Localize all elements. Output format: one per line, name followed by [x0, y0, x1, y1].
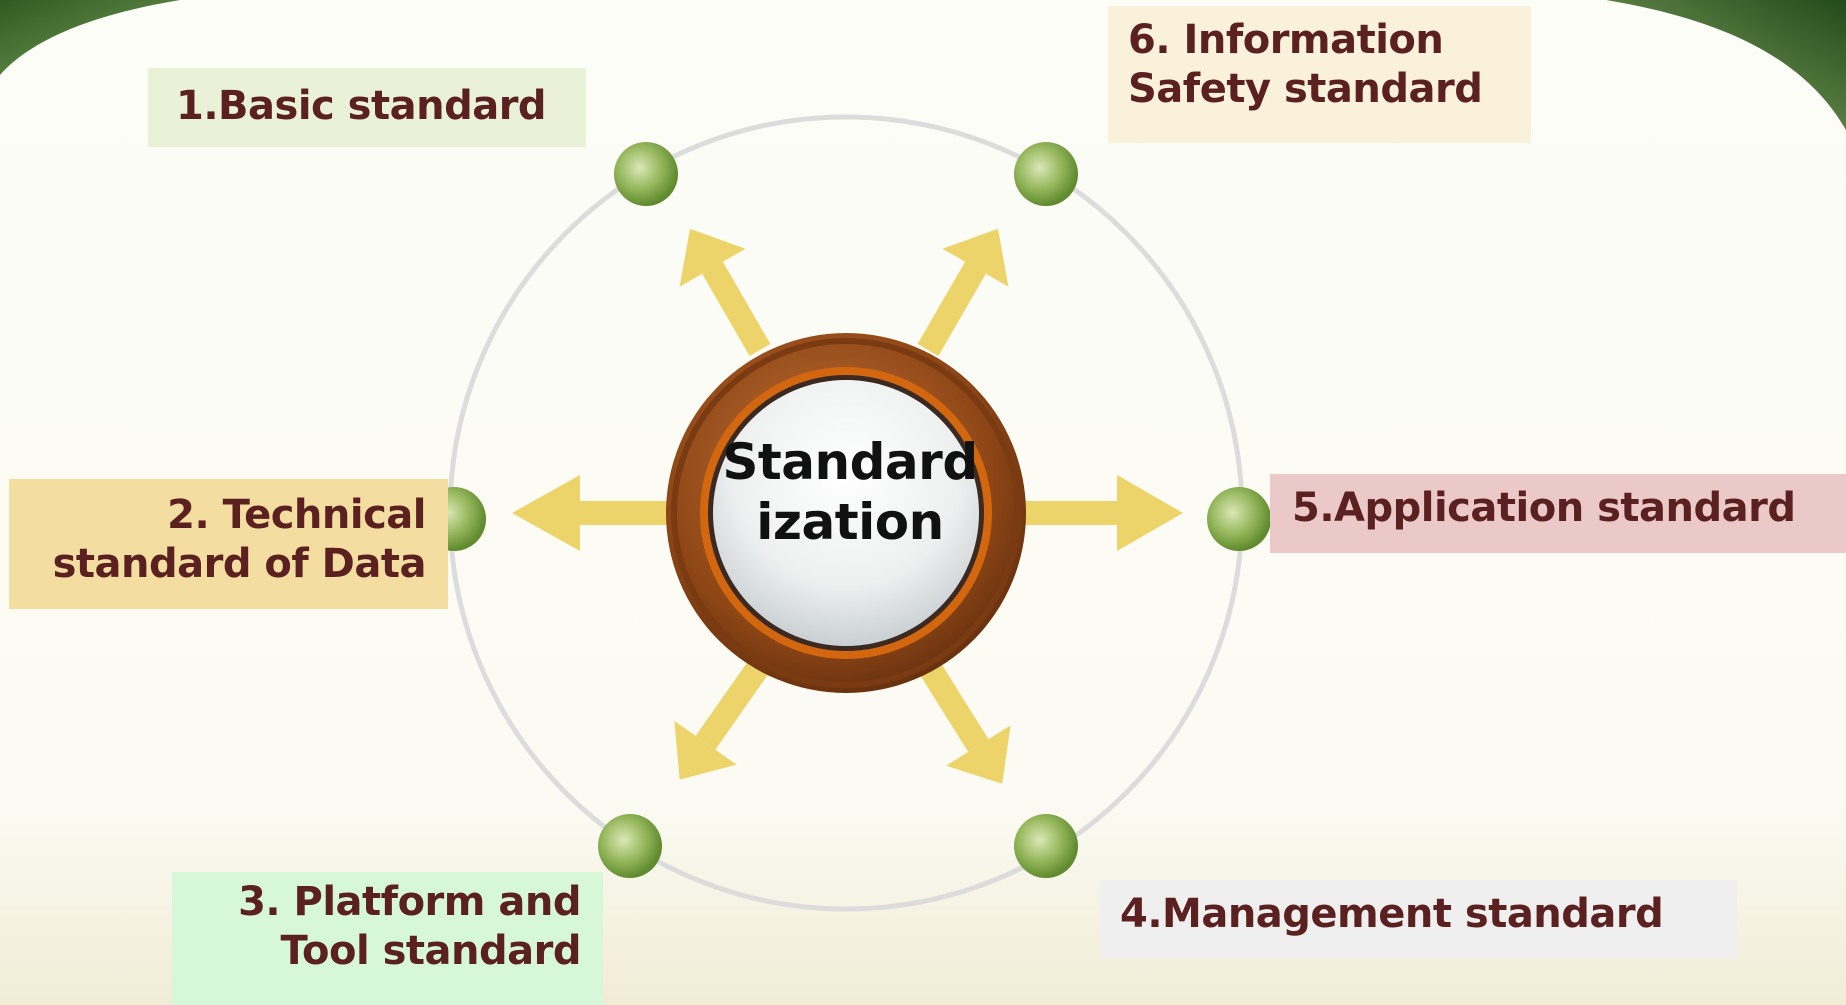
- label-basic-standard: 1.Basic standard: [148, 68, 586, 147]
- center-title-line2: ization: [756, 493, 944, 551]
- label-information-safety-standard: 6. Information Safety standard: [1108, 6, 1531, 143]
- arrow-up-left: [679, 228, 771, 356]
- label-management-standard: 4.Management standard: [1100, 880, 1737, 958]
- center-title: Standard ization: [700, 432, 1000, 552]
- arrow-up-right: [917, 228, 1009, 356]
- center-hub-outer-ring: [671, 338, 1021, 688]
- label-technical-standard: 2. Technical standard of Data: [9, 479, 448, 609]
- label-application-standard: 5.Application standard: [1270, 474, 1846, 553]
- node-info-safety: [1014, 142, 1078, 206]
- node-basic: [614, 142, 678, 206]
- label-platform-tool-standard: 3. Platform and Tool standard: [172, 872, 603, 1005]
- top-right-leaf-decoration: [1606, 0, 1846, 130]
- arrows: [512, 228, 1183, 784]
- node-platform: [598, 814, 662, 878]
- node-management: [1014, 814, 1078, 878]
- arrow-right: [1025, 475, 1183, 551]
- center-hub-glass: [713, 380, 979, 646]
- node-application: [1207, 487, 1271, 551]
- arrow-down-right: [917, 658, 1011, 784]
- center-title-line1: Standard: [722, 433, 978, 491]
- arrow-left: [512, 475, 670, 551]
- arrow-down-left: [674, 658, 770, 780]
- top-left-leaf-decoration: [0, 0, 180, 75]
